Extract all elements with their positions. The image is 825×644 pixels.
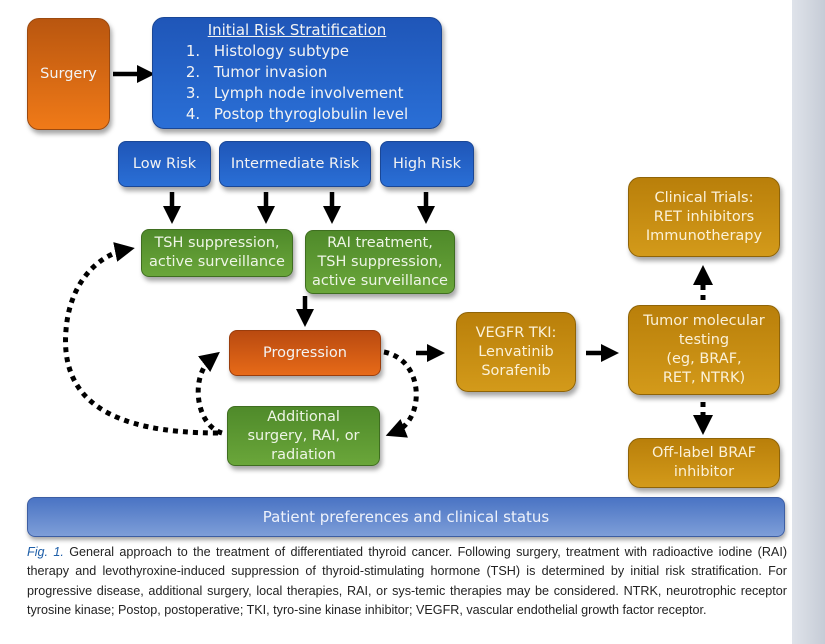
surgery-box: Surgery <box>27 18 110 130</box>
patient-preferences-bar: Patient preferences and clinical status <box>27 497 785 537</box>
high-risk-box: High Risk <box>380 141 474 187</box>
box-line: radiation <box>271 446 336 463</box>
risk-factor-item: 1.Histology subtype <box>185 42 350 60</box>
box-line: inhibitor <box>673 464 735 480</box>
box-line: (eg, BRAF, <box>666 351 742 367</box>
box-line: VEGFR TKI: <box>475 324 557 341</box>
figure-label: Fig. 1. <box>27 545 64 559</box>
off-label-braf-box: Off-label BRAF inhibitor <box>628 438 780 488</box>
box-line: TSH suppression, <box>154 235 280 251</box>
box-line: Tumor molecular <box>643 313 765 329</box>
box-line: Sorafenib <box>481 362 551 379</box>
box-line: TSH suppression, <box>317 253 443 270</box>
box-line: active surveillance <box>149 254 285 270</box>
low-risk-box: Low Risk <box>118 141 211 187</box>
risk-factor-item: 3.Lymph node involvement <box>185 84 404 102</box>
box-line: active surveillance <box>312 272 448 289</box>
risk-factor-item: 4.Postop thyroglobulin level <box>185 105 409 123</box>
box-line: RAI treatment, <box>327 234 433 251</box>
intermediate-risk-label: Intermediate Risk <box>230 155 360 172</box>
intermediate-risk-box: Intermediate Risk <box>219 141 371 187</box>
risk-stratification-title: Initial Risk Stratification <box>207 21 387 39</box>
box-line: Immunotherapy <box>645 227 763 244</box>
box-line: RET, NTRK) <box>662 370 746 386</box>
tsh-surveillance-box: TSH suppression, active surveillance <box>141 229 293 277</box>
dotted-additional-to-tsh <box>63 242 219 436</box>
box-line: surgery, RAI, or <box>247 427 360 444</box>
risk-factor-list: 1.Histology subtype 2.Tumor invasion 3.L… <box>186 41 408 125</box>
caption-text: General approach to the treatment of dif… <box>27 545 788 617</box>
additional-therapy-box: Additional surgery, RAI, or radiation <box>227 406 380 466</box>
progression-box: Progression <box>229 330 381 376</box>
dotted-additional-to-progression <box>195 351 223 436</box>
patient-preferences-label: Patient preferences and clinical status <box>262 508 550 526</box>
clinical-trials-box: Clinical Trials: RET inhibitors Immunoth… <box>628 177 780 257</box>
box-line: Clinical Trials: <box>654 189 754 206</box>
risk-factor-item: 2.Tumor invasion <box>185 63 328 81</box>
high-risk-label: High Risk <box>393 155 461 172</box>
dotted-progression-to-additional <box>383 349 419 438</box>
low-risk-label: Low Risk <box>132 155 197 172</box>
progression-label: Progression <box>263 344 347 361</box>
vegfr-tki-box: VEGFR TKI: Lenvatinib Sorafenib <box>456 312 576 392</box>
page-edge-shadow <box>792 0 825 644</box>
tumor-testing-box: Tumor molecular testing (eg, BRAF, RET, … <box>628 305 780 395</box>
box-line: Off-label BRAF <box>651 445 756 461</box>
box-line: RET inhibitors <box>653 208 755 225</box>
box-line: Lenvatinib <box>478 343 554 360</box>
figure-caption: Fig. 1. General approach to the treatmen… <box>27 543 787 620</box>
rai-treatment-box: RAI treatment, TSH suppression, active s… <box>305 230 455 294</box>
box-line: Additional <box>267 408 340 425</box>
risk-stratification-box: Initial Risk Stratification 1.Histology … <box>152 17 442 129</box>
box-line: testing <box>678 332 730 348</box>
surgery-label: Surgery <box>40 65 97 82</box>
